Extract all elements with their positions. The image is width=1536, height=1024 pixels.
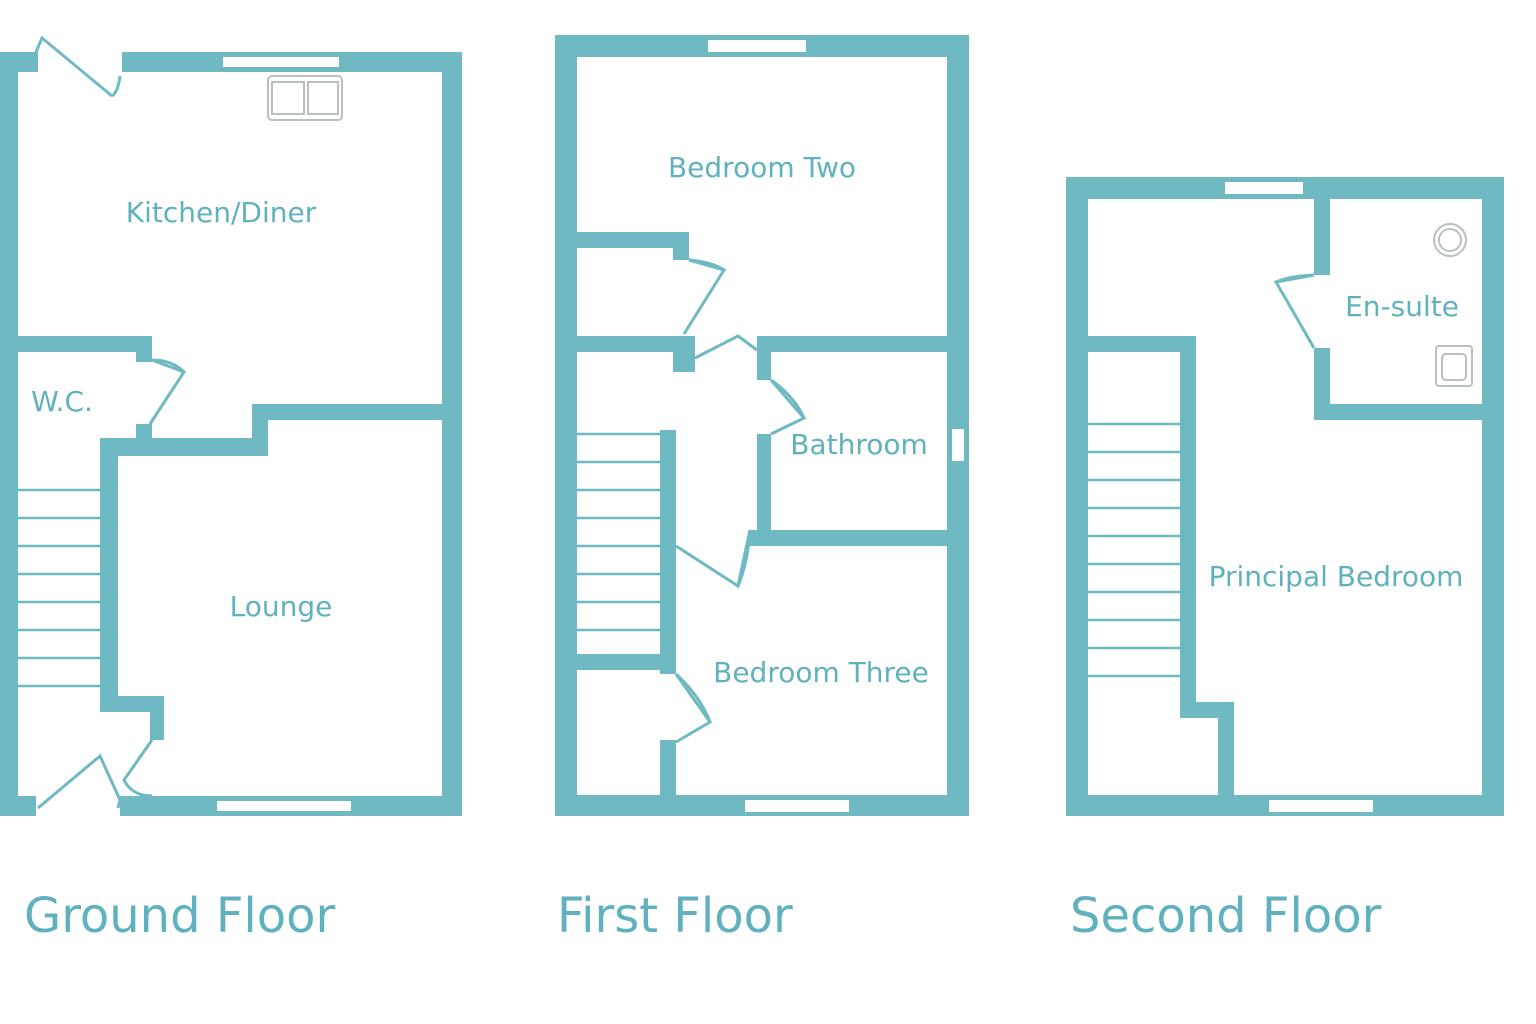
floor-label-second: Second Floor — [1070, 888, 1382, 944]
room-label-lounge: Lounge — [230, 590, 333, 623]
room-label-bedroom-two: Bedroom Two — [668, 151, 856, 184]
en-suite-wc — [1435, 345, 1473, 387]
room-label-wc: W.C. — [31, 385, 93, 418]
ground-floor-stairs — [18, 488, 100, 688]
second-floor-plan — [1066, 177, 1504, 816]
kitchen-sink — [267, 75, 343, 121]
room-label-bathroom: Bathroom — [790, 428, 928, 461]
room-label-principal-bedroom: Principal Bedroom — [1209, 560, 1464, 593]
second-floor-stairs — [1088, 422, 1180, 678]
en-suite-basin — [1433, 223, 1467, 257]
room-label-kitchen-diner: Kitchen/Diner — [126, 196, 317, 229]
floor-label-first: First Floor — [557, 888, 793, 944]
first-floor-stairs — [577, 432, 660, 632]
floor-label-ground: Ground Floor — [24, 888, 335, 944]
first-floor-plan — [555, 35, 969, 816]
ground-floor-plan — [0, 35, 462, 820]
room-label-en-suite: En-sulte — [1345, 290, 1459, 323]
room-label-bedroom-three: Bedroom Three — [713, 656, 929, 689]
